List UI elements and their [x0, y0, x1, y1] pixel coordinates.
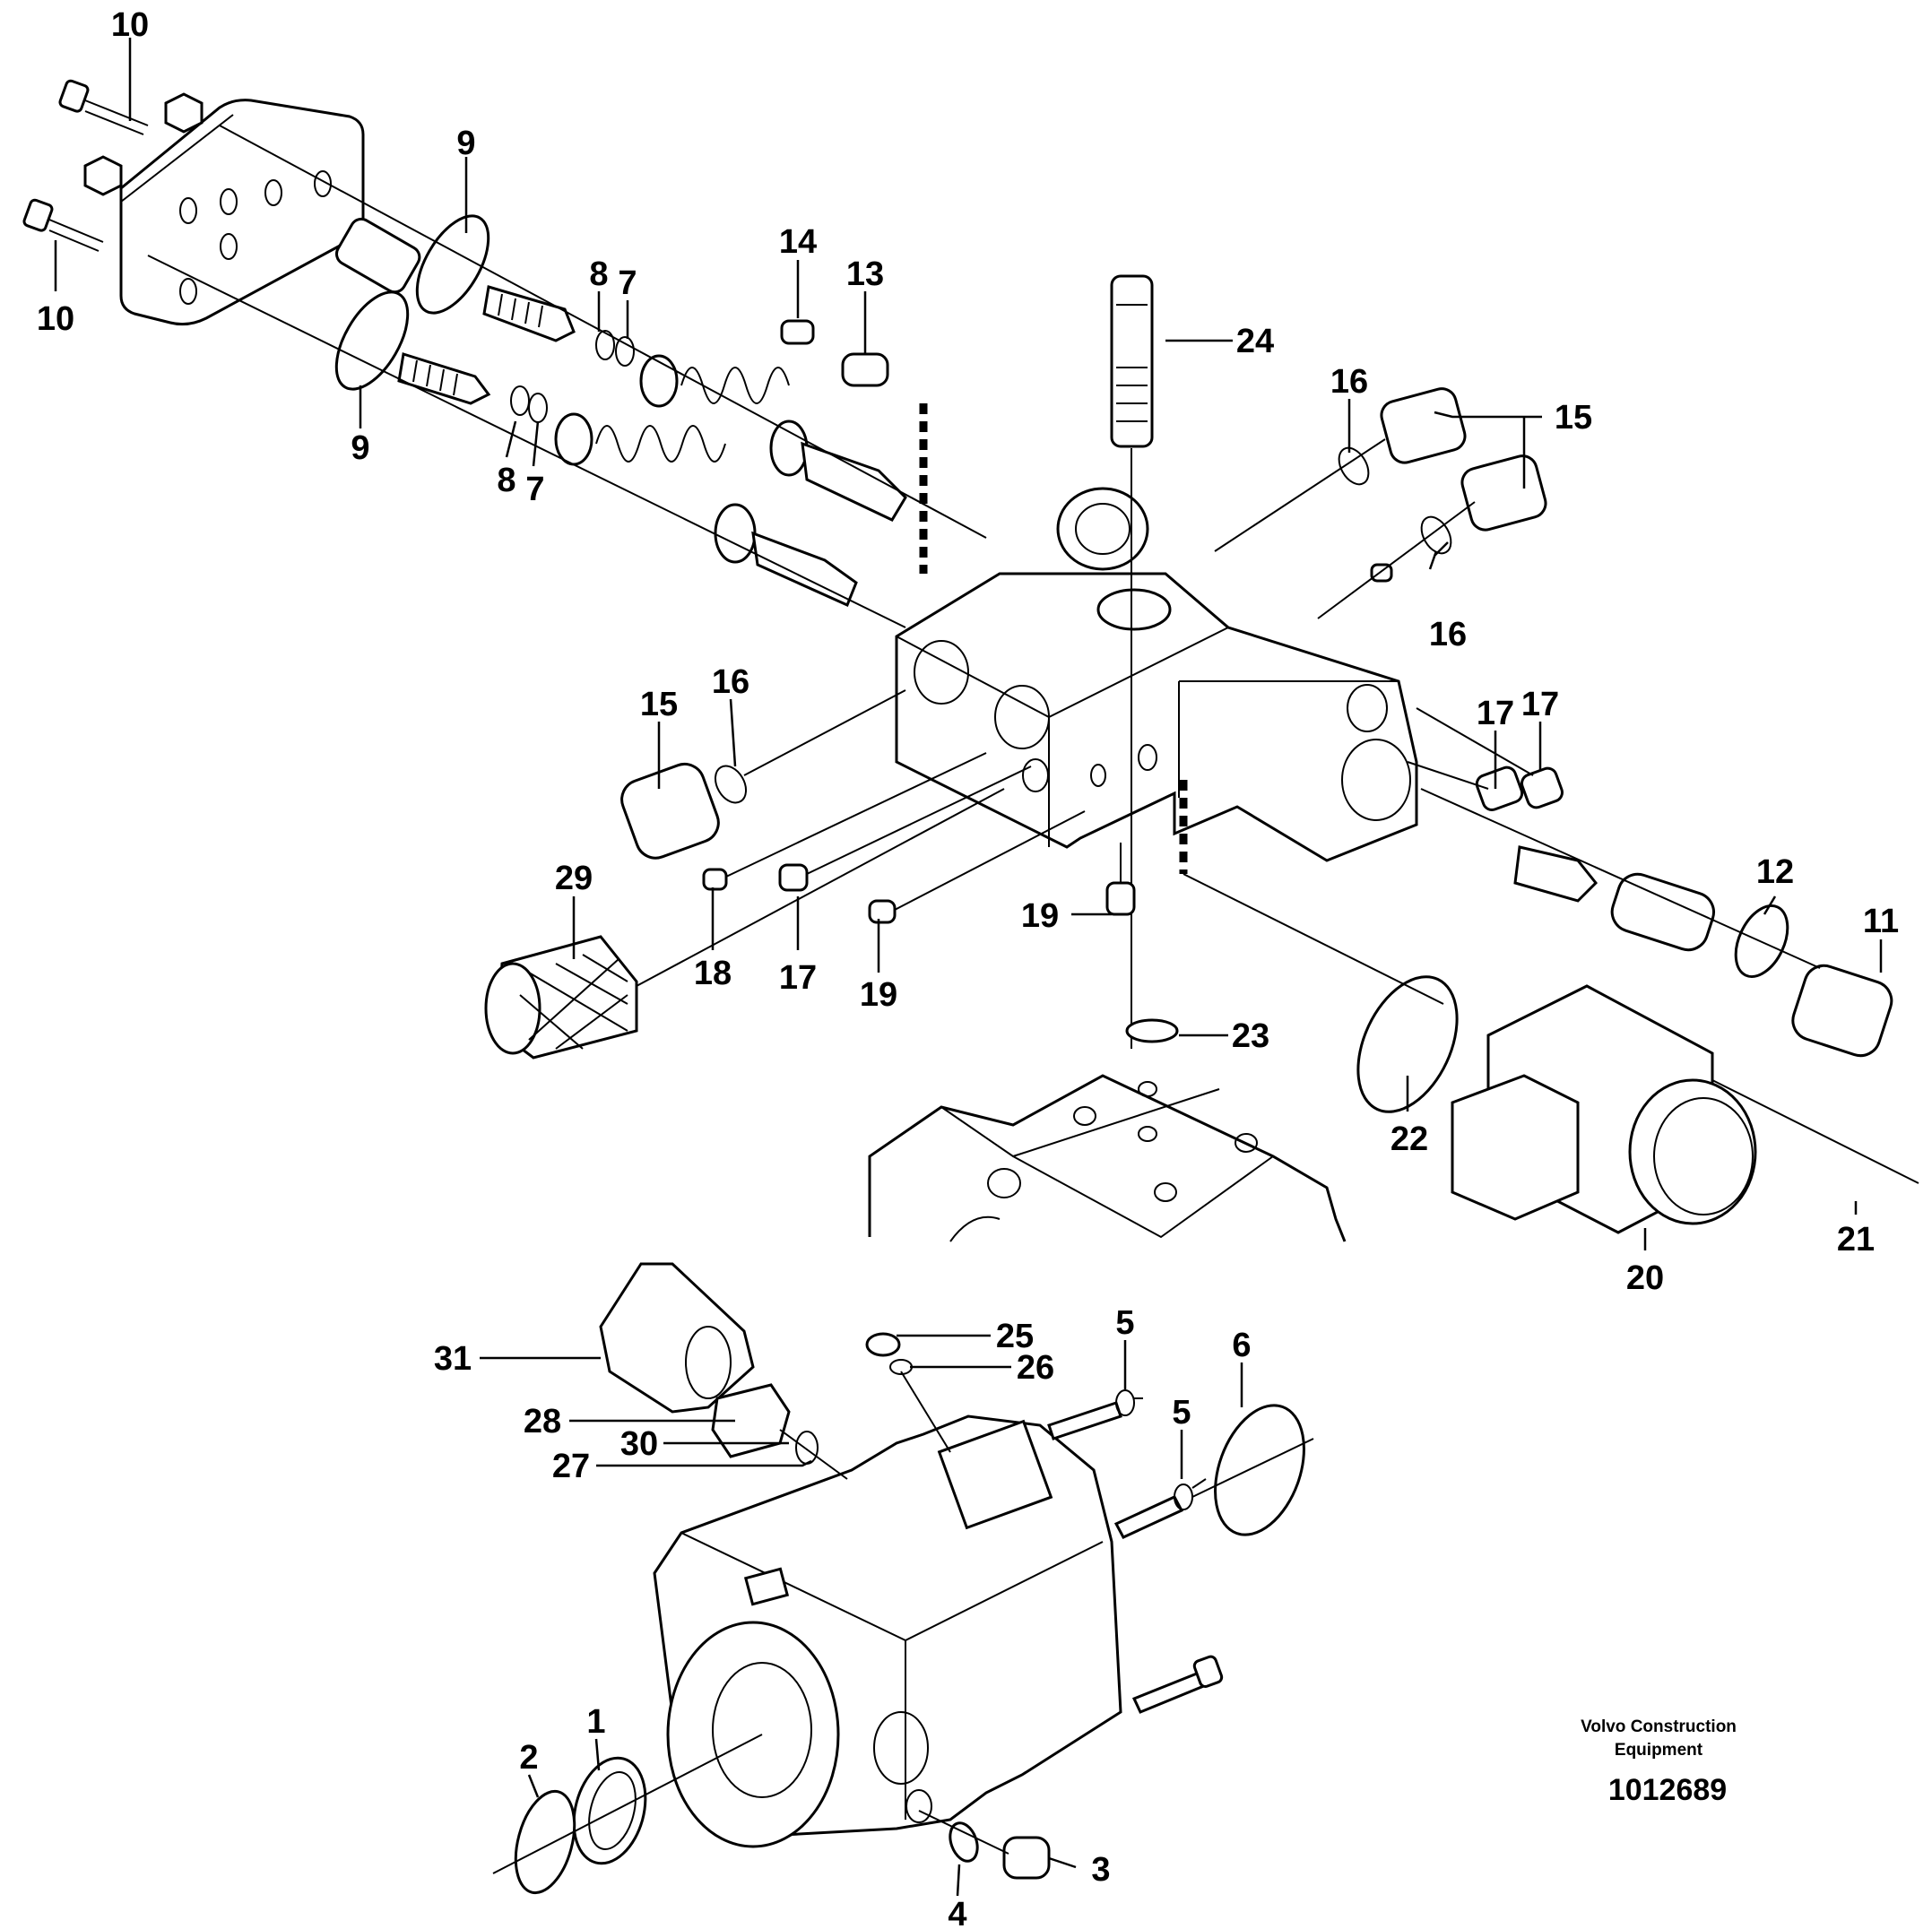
callout-4: 4 — [948, 1896, 966, 1929]
callout-16-left: 16 — [712, 663, 749, 701]
callout-17-right-b: 17 — [1521, 686, 1559, 723]
callout-2: 2 — [519, 1739, 538, 1777]
callout-30: 30 — [620, 1425, 658, 1463]
brand-line-1: Volvo Construction — [1581, 1717, 1737, 1736]
callout-10-top: 10 — [111, 6, 149, 44]
callout-29: 29 — [555, 860, 593, 897]
callout-5-upper: 5 — [1115, 1304, 1134, 1342]
callout-28: 28 — [524, 1403, 561, 1440]
callout-8-lower: 8 — [497, 462, 515, 499]
callout-11: 11 — [1863, 903, 1899, 940]
callout-10-left: 10 — [37, 300, 74, 338]
title-block: Volvo Construction Equipment 1012689 — [1581, 1717, 1737, 1807]
callout-1: 1 — [586, 1703, 605, 1741]
callout-7-lower: 7 — [525, 471, 544, 508]
callout-27: 27 — [552, 1448, 590, 1485]
callout-17-lower: 17 — [779, 959, 817, 997]
callout-23: 23 — [1232, 1017, 1269, 1055]
callout-labels: 10 10 9 9 8 7 8 7 14 13 24 16 15 16 15 1… — [37, 6, 1899, 1929]
callout-16-right: 16 — [1429, 616, 1467, 653]
document-number: 1012689 — [1608, 1773, 1727, 1807]
callout-19-lower: 19 — [860, 976, 897, 1014]
callout-7-upper: 7 — [618, 264, 637, 302]
callout-19-right: 19 — [1021, 897, 1059, 935]
callout-12: 12 — [1756, 853, 1794, 891]
callout-15-left: 15 — [640, 686, 678, 723]
pump-housing-top-drawing — [868, 1074, 1347, 1242]
callout-6: 6 — [1232, 1327, 1251, 1364]
callout-17-right-a: 17 — [1477, 695, 1514, 732]
callout-25: 25 — [996, 1318, 1034, 1355]
callout-26: 26 — [1017, 1349, 1054, 1387]
callout-14: 14 — [779, 223, 817, 261]
callout-3: 3 — [1091, 1851, 1110, 1889]
callout-8-upper: 8 — [589, 255, 608, 293]
brand-line-2: Equipment — [1615, 1741, 1703, 1760]
callout-20: 20 — [1626, 1259, 1664, 1297]
callout-18: 18 — [694, 955, 732, 992]
callout-24: 24 — [1236, 323, 1274, 360]
callout-5-lower: 5 — [1172, 1394, 1191, 1432]
callout-9-lower: 9 — [351, 429, 369, 467]
control-valve-drawing — [22, 79, 1919, 1234]
callout-16-upper: 16 — [1330, 363, 1368, 401]
callout-22: 22 — [1391, 1120, 1428, 1158]
leader-lines — [54, 38, 1883, 1897]
callout-21: 21 — [1837, 1221, 1875, 1259]
pump-assembly-drawing — [492, 1262, 1314, 1895]
callout-15-upper: 15 — [1555, 399, 1592, 437]
callout-31: 31 — [434, 1340, 472, 1378]
callout-9-upper: 9 — [456, 125, 475, 162]
callout-13: 13 — [846, 255, 884, 293]
